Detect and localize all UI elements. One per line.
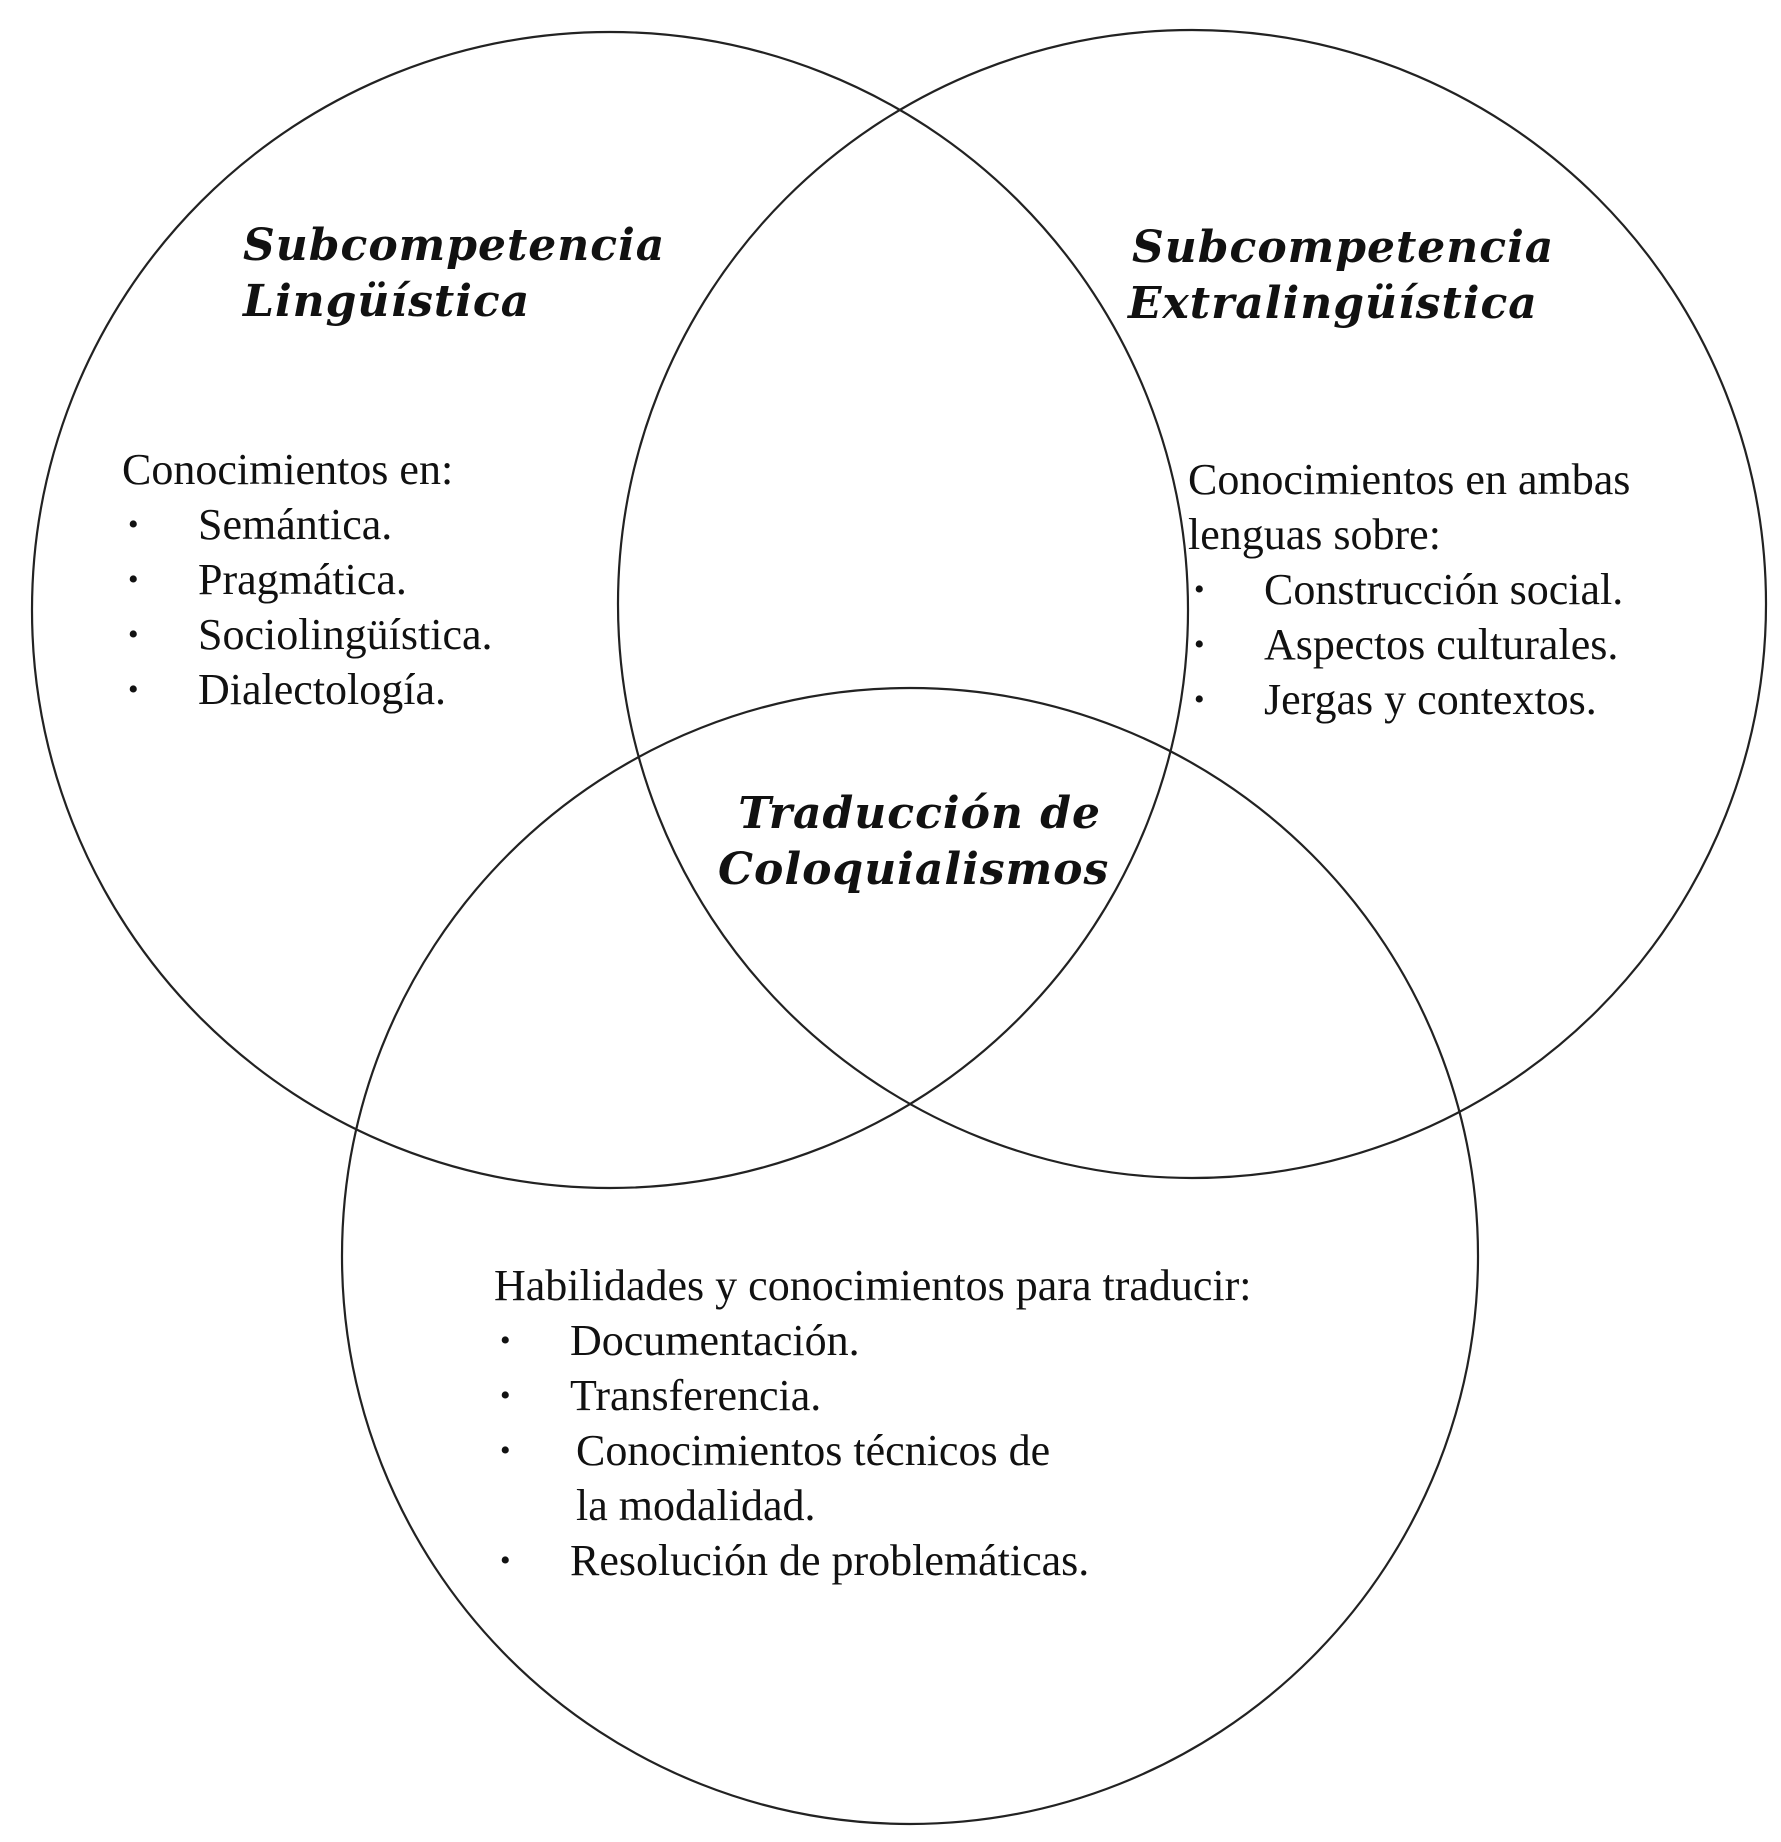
circle-traduccion: [340, 686, 1480, 1826]
list-item: • Transferencia.: [494, 1368, 1252, 1423]
list-item: • Pragmática.: [122, 552, 493, 607]
circle-extralinguistica: [616, 28, 1768, 1180]
list-item-text: Sociolingüística.: [198, 610, 493, 659]
linguistica-list: • Semántica. • Pragmática. • Sociolingüísti…: [122, 497, 493, 717]
list-item: • Resolución de problemáticas.: [494, 1533, 1252, 1588]
bullet-icon: •: [500, 1544, 511, 1577]
title-line: Lingüística: [243, 276, 531, 327]
linguistica-content: Conocimientos en: • Semántica. • Pragmátic…: [122, 442, 493, 717]
list-item: • Aspectos culturales.: [1188, 617, 1630, 672]
list-item-text: Conocimientos técnicos de: [576, 1426, 1051, 1475]
list-item: • Conocimientos técnicos de la modalidad.: [494, 1423, 1252, 1533]
list-item-text: Transferencia.: [570, 1371, 822, 1420]
traduccion-intro: Habilidades y conocimientos para traduci…: [494, 1261, 1252, 1310]
title-line: Subcompetencia: [243, 220, 666, 271]
bullet-icon: •: [128, 563, 139, 596]
bullet-icon: •: [500, 1434, 511, 1467]
list-item: • Sociolingüística.: [122, 607, 493, 662]
bullet-icon: •: [1194, 628, 1205, 661]
bullet-icon: •: [128, 673, 139, 706]
title-line: Traducción de: [738, 788, 1101, 839]
bullet-icon: •: [1194, 573, 1205, 606]
bullet-icon: •: [128, 508, 139, 541]
title-line: Subcompetencia: [1132, 222, 1555, 273]
list-item: • Semántica.: [122, 497, 493, 552]
list-item-text: Jergas y contextos.: [1264, 675, 1597, 724]
title-line: Coloquialismos: [718, 844, 1110, 895]
list-item-text: Semántica.: [198, 500, 393, 549]
title-line: Extralingüística: [1128, 278, 1538, 329]
bullet-icon: •: [500, 1379, 511, 1412]
list-item-text-continued: la modalidad.: [576, 1481, 816, 1530]
traduccion-content: Habilidades y conocimientos para traduci…: [494, 1258, 1252, 1588]
list-item: • Dialectología.: [122, 662, 493, 717]
extralinguistica-intro-line: lenguas sobre:: [1188, 510, 1441, 559]
list-item-text: Resolución de problemáticas.: [570, 1536, 1090, 1585]
list-item-text: Pragmática.: [198, 555, 407, 604]
linguistica-intro: Conocimientos en:: [122, 445, 454, 494]
list-item: • Jergas y contextos.: [1188, 672, 1630, 727]
title-subcompetencia-linguistica: Subcompetencia Lingüística: [243, 218, 665, 330]
title-subcompetencia-extralinguistica: Subcompetencia Extralingüística: [1128, 220, 1554, 332]
title-traduccion-coloquialismos: Traducción de Coloquialismos: [718, 786, 1109, 898]
traduccion-list: • Documentación. • Transferencia. • Conocim…: [494, 1313, 1252, 1588]
circle-linguistica: [30, 30, 1190, 1190]
extralinguistica-list: • Construcción social. • Aspectos cultural…: [1188, 562, 1630, 727]
list-item-text: Aspectos culturales.: [1264, 620, 1619, 669]
bullet-icon: •: [500, 1324, 511, 1357]
list-item-text: Construcción social.: [1264, 565, 1624, 614]
list-item-text: Documentación.: [570, 1316, 860, 1365]
extralinguistica-content: Conocimientos en ambas lenguas sobre: • C…: [1188, 452, 1630, 727]
bullet-icon: •: [1194, 683, 1205, 716]
extralinguistica-intro-line: Conocimientos en ambas: [1188, 455, 1631, 504]
list-item-text: Dialectología.: [198, 665, 447, 714]
bullet-icon: •: [128, 618, 139, 651]
list-item: • Documentación.: [494, 1313, 1252, 1368]
list-item: • Construcción social.: [1188, 562, 1630, 617]
